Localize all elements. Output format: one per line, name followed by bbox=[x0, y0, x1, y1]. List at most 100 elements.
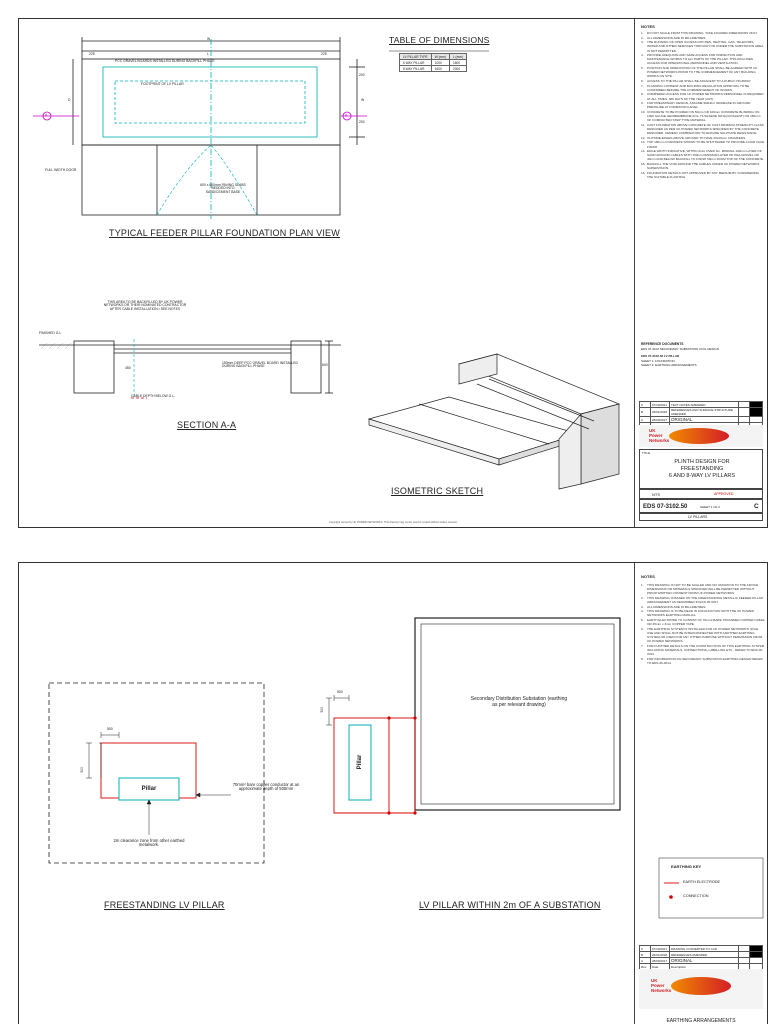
plan-view-title: TYPICAL FEEDER PILLAR FOUNDATION PLAN VI… bbox=[109, 228, 340, 238]
conductor-label: 70mm² bare copper conductor at an approx… bbox=[232, 782, 300, 792]
pillar-label: Pillar bbox=[141, 786, 157, 792]
freestanding-title: FREESTANDING LV PILLAR bbox=[104, 900, 225, 910]
notes-title: NOTES bbox=[641, 24, 655, 29]
paving-label: 600 x 600mm PAVING SLABS BEDDED INTO SAN… bbox=[200, 183, 246, 194]
logo-swoosh-icon bbox=[671, 977, 731, 995]
list-item: 12.OUTSIDE EDGES ABOVE GROUND TO HAVE 20… bbox=[641, 135, 747, 140]
backfill-label: THIS AREA TO BE BACKFILLED BY UK POWER N… bbox=[103, 300, 187, 311]
dim-200a: 200 bbox=[359, 73, 365, 77]
title-line2: FREESTANDING bbox=[680, 466, 724, 472]
list-item: 4.THIS DRAWING IS TO BE READ IN CONJUNCT… bbox=[641, 609, 754, 618]
dim-w-top: W bbox=[207, 37, 211, 41]
footprint-label: FOOTPRINT OF LV PILLAR bbox=[141, 82, 184, 86]
list-item: 3.ALL DIMENSIONS ARE IN MILLIMETRES. bbox=[641, 604, 707, 609]
list-item: 16.FOUNDATION DETAILS NOT APPROVED BY AN… bbox=[641, 170, 760, 179]
logo-text-power: Power bbox=[649, 433, 663, 438]
list-item: 1.DO NOT SCALE FROM THIS DRAWING. TAKE F… bbox=[641, 31, 758, 35]
notes-list: 1.DO NOT SCALE FROM THIS DRAWING. TAKE F… bbox=[641, 31, 765, 180]
dim-500-substation-v: 500 bbox=[320, 706, 325, 713]
gravel-board-label: PCC GRAVEL BOARDS INSTALLED DURING BACKF… bbox=[115, 59, 215, 63]
approved-label: APPROVED bbox=[714, 492, 734, 496]
refs-line3: SHEET 2: EARTHING ARRANGEMENTS bbox=[641, 363, 697, 367]
company-logo: UK Power Networks bbox=[639, 969, 763, 1009]
dimensions-table-title: TABLE OF DIMENSIONS bbox=[389, 35, 490, 45]
title-column-divider bbox=[634, 563, 635, 1024]
sheet-number: SHEET 1 OF 2 bbox=[700, 505, 720, 509]
section-title: SECTION A-A bbox=[177, 420, 237, 430]
dimensions-table: LV PILLAR TYPE W (mm) L (mm) 6 WAY PILLA… bbox=[399, 53, 467, 72]
subject-label: LV PILLARS bbox=[688, 515, 708, 519]
logo-swoosh-icon bbox=[669, 428, 729, 444]
full-width-door-label: FULL WIDTH DOOR bbox=[45, 168, 77, 172]
drawn-scale: NTS bbox=[652, 492, 660, 497]
dim-225-right: 225 bbox=[321, 52, 327, 56]
subject-row: LV PILLARS bbox=[639, 513, 763, 521]
substation-pillar-title: LV PILLAR WITHIN 2m OF A SUBSTATION bbox=[419, 900, 601, 910]
list-item: 2.THIS DRAWING IS BASED ON THE FREESTAND… bbox=[641, 595, 763, 604]
logo-text-networks: Networks bbox=[651, 988, 672, 993]
list-item: 11.CAST FOUNDATION ABOVE CONCRETE OF CAS… bbox=[641, 122, 764, 136]
table-cell: 8 WAY PILLAR bbox=[399, 65, 432, 72]
dim-500-horizontal: 500 bbox=[107, 727, 113, 731]
section-marker-right: A bbox=[345, 113, 348, 117]
list-item: 14.EDGE WIDTH INDICATIVE, WITHIN 2mm OVE… bbox=[641, 149, 764, 162]
list-item: 10.CONCRETE TO BE POURED ON 50mm OR 100m… bbox=[641, 110, 761, 123]
refs-subtitle: EDS 07-3102.50 LV PILLAR bbox=[641, 354, 680, 358]
list-item: 13.TOP 150mm CONCRETE SHOWN TO BE SHUTTE… bbox=[641, 140, 765, 149]
clearance-label: 2m clearance zone from other earthed met… bbox=[113, 838, 185, 848]
sheet-2-title: EARTHING ARRANGEMENTS bbox=[666, 1018, 736, 1024]
dim-500-substation-h: 500 bbox=[337, 690, 343, 694]
list-item: 15.BACKFILL THE VOID AROUND THE CABLES U… bbox=[641, 162, 760, 171]
company-logo: UK Power Networks bbox=[639, 425, 763, 447]
isometric-title: ISOMETRIC SKETCH bbox=[391, 486, 484, 496]
finished-gl-label: FINISHED G.L. bbox=[39, 331, 63, 335]
list-item: 5.EARTH ELECTRODE TO CONSIST OF 70mm² BA… bbox=[641, 618, 765, 627]
logo-text-uk: UK bbox=[649, 428, 656, 433]
drawing-sheet-2: 500 500 Pillar 70mm² bare copper conduct… bbox=[18, 562, 768, 1024]
title-line1: PLINTH DESIGN FOR bbox=[674, 459, 730, 465]
connection-key: CONNECTION bbox=[683, 894, 709, 898]
title-column-divider bbox=[634, 19, 635, 527]
list-item: 1.THIS DRAWING IS NOT TO BE SCALED AND N… bbox=[641, 583, 759, 596]
table-cell: 2000 bbox=[449, 65, 467, 72]
logo-text-power: Power bbox=[651, 983, 665, 988]
sheet-1-linework bbox=[33, 37, 621, 490]
substation-pillar-label: Pillar bbox=[357, 754, 363, 770]
title-line3: 6 AND 8-WAY LV PILLARS bbox=[668, 473, 736, 479]
drawing-sheet-1: W 225 225 L 200 200 W D PCC GRAVEL BOARD… bbox=[18, 18, 768, 528]
notes-title: NOTES bbox=[641, 574, 655, 579]
refs-line2: SHEET 1: FOUNDATION bbox=[641, 359, 675, 363]
title-label: TITLE bbox=[642, 451, 651, 455]
table-cell: 1600 bbox=[430, 65, 451, 72]
gravel-board-section-label: 150mm DEEP PCC GRAVEL BOARD INSTALLED DU… bbox=[222, 361, 298, 369]
logo-text-uk: UK bbox=[651, 978, 658, 983]
list-item: 5.POSITION AND ORIENTATION OF THE PILLAR… bbox=[641, 66, 758, 79]
refs-line1: EDS 07-3102 SECONDARY SUBSTATION CIVIL D… bbox=[641, 347, 719, 351]
dim-450: 450 bbox=[125, 366, 131, 370]
drawn-row: NTS APPROVED bbox=[639, 489, 763, 499]
list-item: 4.PROVIDE ADEQUATE AND SAFE ACCESS FOR I… bbox=[641, 53, 753, 66]
earth-electrode-key: EARTH ELECTRODE bbox=[683, 880, 721, 884]
dim-600: 600 bbox=[322, 363, 328, 367]
cable-depth-label: CABLE DEPTH BELOW G.L. bbox=[131, 394, 176, 398]
title-box: TITLE PLINTH DESIGN FOR FREESTANDING 6 A… bbox=[639, 449, 763, 489]
dim-225-left: 225 bbox=[89, 52, 95, 56]
substation-label: Secondary Distribution Substation (earth… bbox=[470, 696, 568, 708]
list-item: 6.ACCESS TO THE PILLAR SHALL BE ADJACENT… bbox=[641, 79, 752, 83]
earthing-key-title: EARTHING KEY bbox=[671, 864, 702, 869]
logo-text-networks: Networks bbox=[649, 438, 670, 443]
list-item: 2.ALL DIMENSIONS ARE IN MILLIMETRES. bbox=[641, 35, 707, 40]
table-row: 8 WAY PILLAR 1600 2000 bbox=[399, 65, 467, 72]
sheet-2-linework bbox=[48, 617, 764, 919]
list-item: 3.THE RUNNING OF OPEN ACCESS DITCHES, HE… bbox=[641, 40, 764, 53]
notes-list: 1.THIS DRAWING IS NOT TO BE SCALED AND N… bbox=[641, 583, 765, 666]
list-item: 8.UNIMPEDED ACCESS FOR UK POWER NETWORKS… bbox=[641, 92, 764, 101]
dim-inner-l: L bbox=[207, 52, 209, 56]
revision-value: C bbox=[754, 503, 759, 510]
list-item: 7.PLANNING CONSENT AND BUILDING REGULATI… bbox=[641, 83, 750, 92]
dim-200b: 200 bbox=[359, 120, 365, 124]
list-item: 7.FOR FURTHER DETAILS ON THE CONSTRUCTIO… bbox=[641, 643, 765, 657]
